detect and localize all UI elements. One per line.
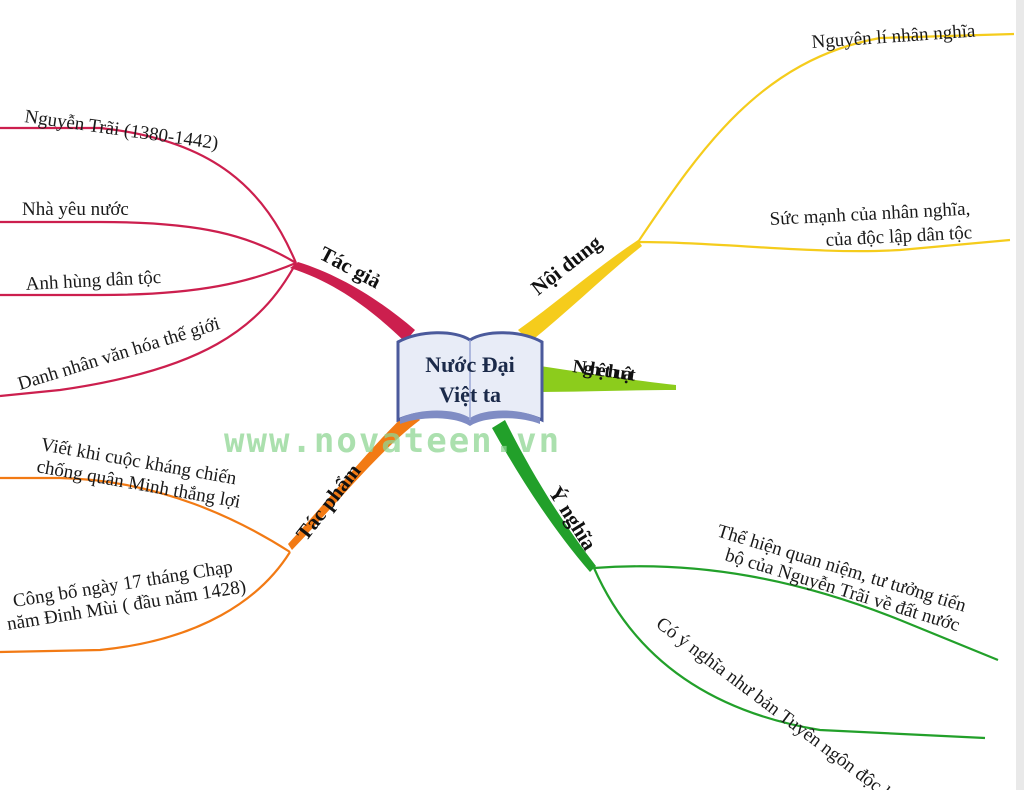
leaf-line-nha-yeu-nuoc <box>0 220 297 264</box>
leaf-line-nguyen-li <box>637 32 1015 243</box>
branch-nghe-thuat-trunk <box>540 366 676 392</box>
branch-label-tac-pham: Tác phẩm <box>291 459 366 545</box>
leaf-line-co-y-nghia <box>592 567 986 740</box>
leaf-co-y-nghia: Có ý nghĩa như bản Tuyên ngôn độc lập <box>652 613 908 790</box>
central-node: Nước Đại Việt ta <box>396 331 544 426</box>
leaf-nguyen-trai: Nguyễn Trãi (1380-1442) <box>23 106 219 154</box>
leaf-line-danh-nhan <box>0 262 297 398</box>
leaf-line-anh-hung <box>0 261 297 297</box>
watermark: www.novateen.vn <box>224 421 561 461</box>
branch-y-nghia-trunk <box>492 420 596 572</box>
branch-noi-dung: Nội dung Nguyên lí nhân nghĩa Sức mạnh c… <box>518 21 1015 342</box>
branch-tac-gia-trunk <box>290 262 415 342</box>
central-title-line2: Việt ta <box>439 382 501 407</box>
leaf-line-cong-bo <box>0 551 291 654</box>
branch-tac-pham-trunk <box>288 410 420 550</box>
scrollbar-track[interactable] <box>1016 0 1024 790</box>
leaf-line-nguyen-trai <box>0 126 298 264</box>
leaf-danh-nhan: Danh nhân văn hóa thế giới <box>15 313 222 394</box>
leaf-line-the-hien <box>593 565 999 662</box>
branch-label-noi-dung: Nội dung <box>526 230 606 300</box>
leaf-line-suc-manh <box>637 238 1011 253</box>
leaf-nha-yeu-nuoc: Nhà yêu nước <box>22 199 129 220</box>
branch-nghe-thuat: Nghệ thuật <box>540 356 676 392</box>
branch-noi-dung-trunk <box>518 240 642 342</box>
leaf-line-viet-khi <box>0 476 291 553</box>
leaf-anh-hung-dan-toc: Anh hùng dân tộc <box>25 267 162 295</box>
branch-y-nghia: Ý nghĩa Thể hiện quan niệm, tư tưởng tiế… <box>492 420 999 790</box>
branch-tac-gia: Tác giả Nguyễn Trãi (1380-1442) Nhà yêu … <box>0 106 415 398</box>
central-title-line1: Nước Đại <box>425 352 515 377</box>
leaf-suc-manh-2: của độc lập dân tộc <box>825 222 973 251</box>
leaf-nguyen-li: Nguyên lí nhân nghĩa <box>811 21 977 53</box>
